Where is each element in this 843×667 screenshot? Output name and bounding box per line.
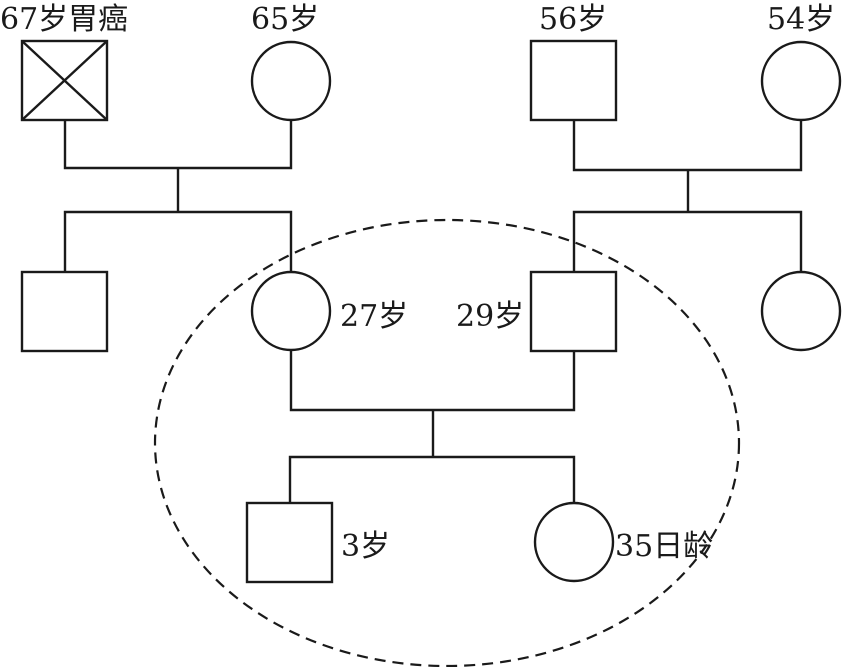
son-square — [245, 501, 334, 584]
father-label: 29岁 — [456, 299, 524, 334]
paternal-grandmother-circle — [250, 40, 332, 122]
maternal-grandfather-square — [529, 39, 618, 122]
paternal-grandmother-label: 65岁 — [251, 2, 319, 37]
mother-label: 27岁 — [340, 299, 408, 334]
daughter-circle — [533, 501, 615, 583]
maternal-grandfather-label: 56岁 — [539, 2, 607, 37]
left-couple-line — [63, 120, 293, 170]
right-couple-line — [572, 120, 803, 172]
right-sibship-line — [572, 210, 803, 272]
maternal-grandmother-label: 54岁 — [767, 2, 835, 37]
left-sibship-line — [63, 210, 293, 272]
son-label: 3岁 — [341, 529, 390, 564]
deceased-cross-line — [21, 40, 108, 121]
paternal-grandfather-square — [20, 39, 109, 122]
maternal-grandmother-circle — [760, 40, 842, 122]
parents-couple-line — [289, 351, 576, 412]
daughter-label: 35日龄 — [615, 529, 713, 564]
paternal-grandfather-label: 67岁胃癌 — [0, 2, 128, 37]
nuclear-family-dashed-outline — [153, 218, 741, 667]
father-square — [529, 270, 618, 353]
paternal-uncle-square — [20, 270, 109, 353]
maternal-aunt-circle — [760, 270, 842, 352]
children-sibship-line — [288, 455, 576, 503]
mother-circle — [250, 270, 332, 352]
